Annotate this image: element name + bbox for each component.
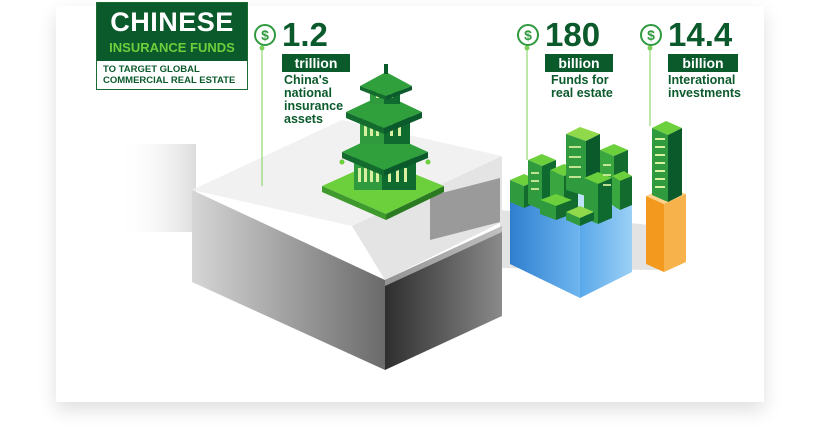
platform-front-face (385, 226, 502, 370)
page-subtitle: INSURANCE FUNDS (109, 40, 235, 55)
title-note: TO TARGET GLOBAL COMMERCIAL REAL ESTATE (103, 64, 243, 86)
page-title: CHINESE (110, 7, 234, 37)
dollar-icon: $ (640, 24, 662, 46)
stat-amount: 180 (545, 16, 601, 53)
stat-unit: billion (668, 54, 738, 72)
stat-description: Funds for real estate (551, 73, 613, 100)
platform-top (192, 120, 502, 226)
stat-description: China's national insurance assets (284, 73, 344, 126)
platform-left-face (192, 190, 385, 370)
title-note-line-2: COMMERCIAL REAL ESTATE (103, 75, 236, 86)
dollar-icon: $ (517, 24, 539, 46)
green-tower (652, 121, 682, 135)
stat-unit: billion (545, 54, 613, 72)
pagoda-lower-roof (342, 132, 428, 170)
title-banner: CHINESE INSURANCE FUNDS (97, 3, 247, 61)
platform-notch-wall (430, 178, 500, 240)
dollar-icon: $ (254, 24, 276, 46)
blue-block-side (580, 198, 632, 298)
title-note-line-1: TO TARGET GLOBAL (103, 64, 200, 75)
platform-notch (352, 156, 502, 280)
stat-amount: 1.2 (282, 16, 328, 53)
stat-description: Interational investments (668, 73, 741, 100)
blue-block-front (510, 196, 580, 298)
title-box: CHINESE INSURANCE FUNDS TO TARGET GLOBAL… (96, 2, 248, 90)
pagoda-top-roof (360, 72, 412, 96)
orange-block-front (646, 196, 664, 272)
pagoda-middle-roof (346, 94, 422, 128)
stat-unit: trillion (282, 54, 350, 72)
stat-amount: 14.4 (668, 16, 733, 53)
orange-block-side (664, 194, 686, 272)
floor-shadow (118, 144, 196, 232)
